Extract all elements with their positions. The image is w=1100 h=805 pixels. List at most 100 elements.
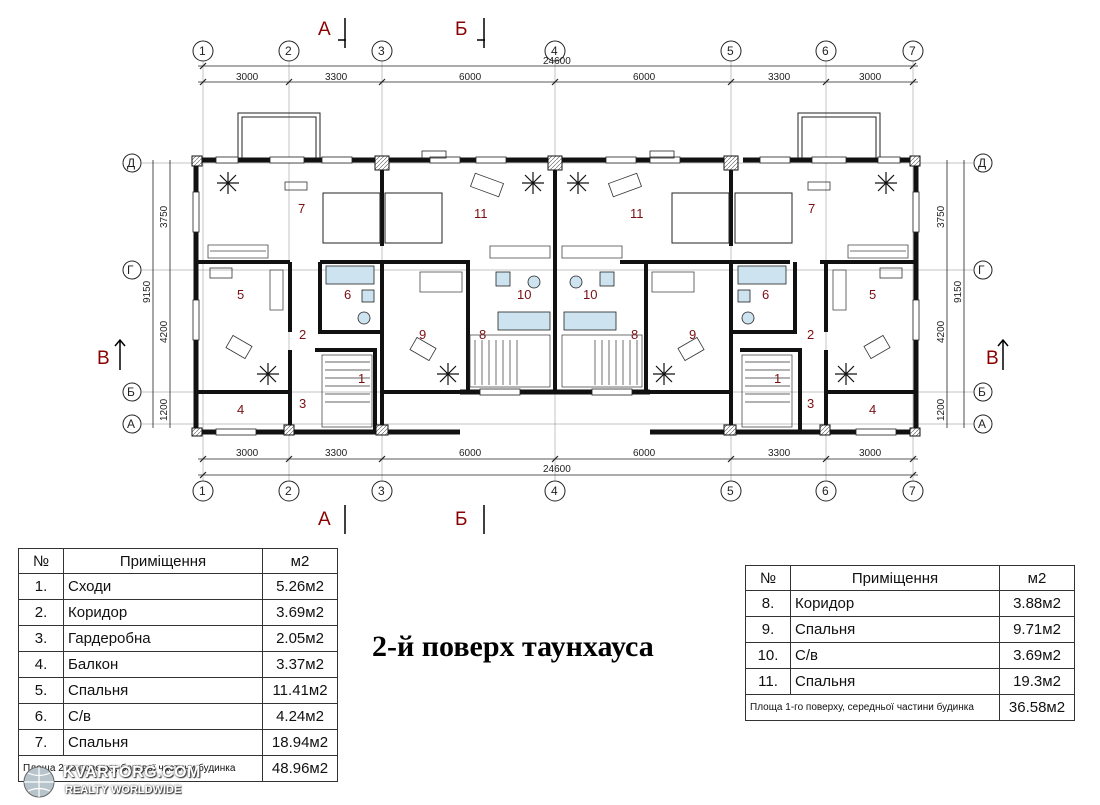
dimension-label: 3750: [159, 205, 170, 228]
room-name: С/в: [63, 703, 263, 730]
row-axis-lines: [141, 162, 974, 425]
dimension-label: 9150: [953, 280, 964, 303]
room-number: 11: [474, 206, 488, 221]
header-num: №: [18, 548, 64, 574]
room-number: 7: [298, 201, 305, 216]
table-row: 8. Коридор 3.88м2: [745, 590, 1075, 617]
room-area: 2.05м2: [262, 625, 338, 652]
room-area: 18.94м2: [262, 729, 338, 756]
table-row: 4. Балкон 3.37м2: [18, 651, 338, 678]
axis-label: 6: [822, 44, 829, 58]
interior-walls: [196, 160, 916, 432]
room-numbers: 7 11 5 6 10 8 2 9 1 3 4 11 7 10 6 5 8 9 …: [237, 201, 876, 417]
axis-label: 3: [378, 44, 385, 58]
room-number: 6: [762, 287, 769, 302]
room-area: 11.41м2: [262, 677, 338, 704]
row-axis-label: Б: [127, 385, 135, 399]
room-number: 8: [631, 327, 638, 342]
room-area: 4.24м2: [262, 703, 338, 730]
section-label: А: [318, 509, 331, 530]
axis-label: 6: [822, 484, 829, 498]
room-name: С/в: [790, 642, 1000, 669]
total-label: Площа 2-го поверху, бокової частини буди…: [18, 755, 263, 782]
beds: [322, 192, 793, 244]
top-axis-markers: 1 2 3 4 5 6 7: [192, 40, 924, 62]
axis-label: 1: [199, 484, 206, 498]
room-number: 4: [869, 402, 876, 417]
room-num: 8.: [745, 590, 791, 617]
room-num: 1.: [18, 573, 64, 600]
room-num: 5.: [18, 677, 64, 704]
watermark-brand: KVARTORG.COM: [63, 764, 201, 781]
dimension-label: 6000: [633, 72, 656, 83]
section-label: Б: [455, 509, 467, 530]
left-row-markers: [122, 153, 142, 434]
dimension-label: 24600: [543, 56, 571, 67]
axis-label: 7: [909, 44, 916, 58]
rooms-table-side: № Приміщення м2 1. Сходи 5.26м2 2. Корид…: [18, 548, 338, 782]
row-axis-label: Б: [978, 385, 986, 399]
section-label: В: [97, 348, 110, 369]
table-row: 5. Спальня 11.41м2: [18, 677, 338, 704]
table-row: 3. Гардеробна 2.05м2: [18, 625, 338, 652]
dimension-label: 3000: [859, 448, 882, 459]
page-title: 2-й поверх таунхауса: [372, 630, 654, 663]
wardrobes: [207, 244, 909, 311]
table-row: 11. Спальня 19.3м2: [745, 668, 1075, 695]
header-room: Приміщення: [63, 548, 263, 574]
room-name: Спальня: [63, 729, 263, 756]
right-vertical-dimensions: [946, 160, 965, 428]
dimension-label: 6000: [459, 72, 482, 83]
floor-plan: 1 2 3 4 5 6 7 1 2 3 4 5 6 7: [97, 18, 1009, 534]
globe-icon: [23, 766, 55, 798]
dimension-label: 6000: [633, 448, 656, 459]
table-row: 1. Сходи 5.26м2: [18, 573, 338, 600]
room-num: 4.: [18, 651, 64, 678]
room-name: Коридор: [790, 590, 1000, 617]
dimension-label: 1200: [936, 398, 947, 421]
room-number: 2: [807, 327, 814, 342]
header-area: м2: [262, 548, 338, 574]
table-row: 2. Коридор 3.69м2: [18, 599, 338, 626]
table-header-row: № Приміщення м2: [18, 548, 338, 574]
dimension-label: 9150: [142, 280, 153, 303]
table-row: 10. С/в 3.69м2: [745, 642, 1075, 669]
axis-label: 5: [727, 44, 734, 58]
axis-label: 2: [285, 484, 292, 498]
section-label: Б: [455, 19, 467, 40]
dimension-label: 3300: [325, 448, 348, 459]
dimension-label: 3000: [236, 448, 259, 459]
header-room: Приміщення: [790, 565, 1000, 591]
room-number: 9: [419, 327, 426, 342]
room-number: 10: [583, 287, 597, 302]
top-balconies: [237, 112, 881, 160]
row-axis-label: Г: [127, 263, 134, 277]
room-number: 8: [479, 327, 486, 342]
room-name: Сходи: [63, 573, 263, 600]
rooms-table-middle: № Приміщення м2 8. Коридор 3.88м2 9. Спа…: [745, 565, 1075, 721]
total-area: 36.58м2: [999, 694, 1075, 721]
room-number: 7: [808, 201, 815, 216]
plant-icons: [217, 172, 897, 385]
right-row-markers: [973, 153, 993, 434]
left-vertical-dimensions: [152, 160, 171, 428]
room-number: 11: [630, 206, 644, 221]
total-label: Площа 1-го поверху, середньої частини бу…: [745, 694, 1000, 721]
room-num: 11.: [745, 668, 791, 695]
dimension-label: 4200: [936, 320, 947, 343]
room-num: 3.: [18, 625, 64, 652]
total-area: 48.96м2: [262, 755, 338, 782]
section-label: В: [986, 348, 999, 369]
room-area: 3.37м2: [262, 651, 338, 678]
room-num: 9.: [745, 616, 791, 643]
room-name: Балкон: [63, 651, 263, 678]
room-area: 3.69м2: [999, 642, 1075, 669]
watermark: KVARTORG.COM REALTY WORLDWIDE: [8, 762, 200, 802]
room-num: 2.: [18, 599, 64, 626]
dimension-label: 3300: [768, 448, 791, 459]
room-area: 3.88м2: [999, 590, 1075, 617]
room-name: Спальня: [790, 668, 1000, 695]
dimension-label: 1200: [159, 398, 170, 421]
room-area: 3.69м2: [262, 599, 338, 626]
section-marks: [114, 18, 1009, 534]
